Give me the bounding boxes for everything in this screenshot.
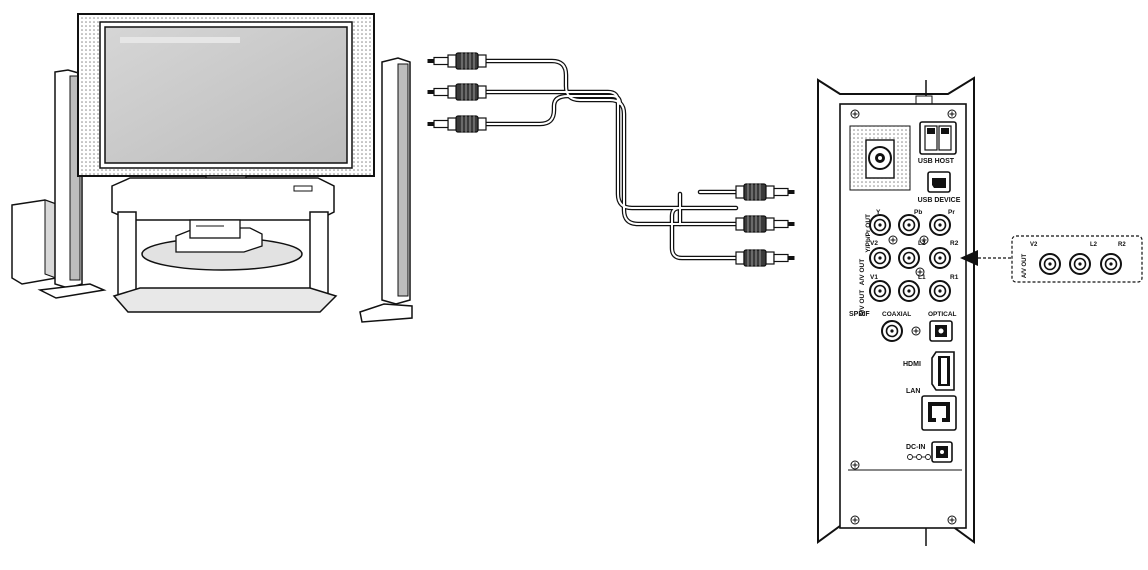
dc-polarity-icon bbox=[907, 454, 931, 460]
r2-jack bbox=[929, 247, 951, 269]
rca-plug-right-bottom bbox=[735, 249, 795, 267]
spdif-label: SPDIF bbox=[849, 311, 870, 318]
r1-label: R1 bbox=[950, 274, 959, 281]
pb-label: Pb bbox=[914, 209, 922, 216]
r1-jack bbox=[929, 280, 951, 302]
y-label: Y bbox=[876, 209, 881, 216]
coaxial-label: COAXIAL bbox=[882, 311, 911, 318]
rca-plug-left-bottom bbox=[427, 115, 487, 133]
usb-device-label: USB DEVICE bbox=[918, 197, 961, 204]
v2-jack bbox=[869, 247, 891, 269]
r2-label: R2 bbox=[950, 240, 959, 247]
tower-speaker-right bbox=[359, 57, 413, 323]
tv-stand bbox=[111, 177, 338, 313]
rca-plug-right-top bbox=[735, 183, 795, 201]
av-out-1-label: A/V OUT bbox=[859, 290, 866, 316]
callout-l2-label: L2 bbox=[1090, 242, 1098, 248]
callout-l2-jack bbox=[1069, 253, 1091, 275]
v1-jack bbox=[869, 280, 891, 302]
av-out-2-label: A/V OUT bbox=[859, 259, 866, 285]
l1-label: L1 bbox=[918, 274, 926, 281]
coaxial-jack bbox=[881, 320, 903, 342]
pb-jack bbox=[898, 214, 920, 236]
optical-label: OPTICAL bbox=[928, 311, 957, 318]
dc-in-jack bbox=[931, 441, 953, 463]
rca-plug-right-middle bbox=[735, 215, 795, 233]
l2-jack bbox=[898, 247, 920, 269]
pr-label: Pr bbox=[948, 209, 955, 216]
callout-av-out-label: A/V OUT bbox=[1022, 254, 1028, 279]
callout-v2-jack bbox=[1039, 253, 1061, 275]
tower-speaker-left-back bbox=[11, 199, 57, 285]
av-cable bbox=[427, 52, 795, 267]
lan-label: LAN bbox=[906, 388, 920, 395]
callout-r2-label: R2 bbox=[1118, 242, 1126, 248]
l1-jack bbox=[898, 280, 920, 302]
usb-host-label: USB HOST bbox=[918, 158, 955, 165]
y-jack bbox=[869, 214, 891, 236]
optical-port bbox=[929, 320, 953, 342]
hdmi-label: HDMI bbox=[903, 361, 921, 368]
callout-r2-jack bbox=[1100, 253, 1122, 275]
lan-port bbox=[921, 395, 957, 431]
callout-pointer bbox=[960, 250, 1012, 266]
flat-panel-tv bbox=[77, 13, 375, 185]
callout-v2-label: V2 bbox=[1030, 242, 1038, 248]
av-out-callout-box: A/V OUT V2 L2 R2 bbox=[1011, 235, 1143, 283]
v2-label: V2 bbox=[870, 240, 878, 247]
usb-device-port bbox=[927, 171, 951, 193]
hdmi-port bbox=[931, 351, 955, 391]
rca-plug-left-top bbox=[427, 52, 487, 70]
home-theater-illustration bbox=[11, 13, 413, 323]
vent-grill bbox=[849, 125, 911, 191]
usb-host-ports bbox=[919, 121, 957, 155]
tower-speaker-left bbox=[37, 69, 107, 299]
pr-jack bbox=[929, 214, 951, 236]
v1-label: V1 bbox=[870, 274, 878, 281]
dc-in-label: DC-IN bbox=[906, 444, 925, 451]
l2-label: L2 bbox=[918, 240, 926, 247]
rca-plug-left-middle bbox=[427, 83, 487, 101]
media-player-device: USB HOST USB DEVICE Y/Pb/Pr OUT Y Pb Pr … bbox=[817, 76, 975, 546]
ypbpr-out-label: Y/Pb/Pr OUT bbox=[865, 214, 872, 253]
